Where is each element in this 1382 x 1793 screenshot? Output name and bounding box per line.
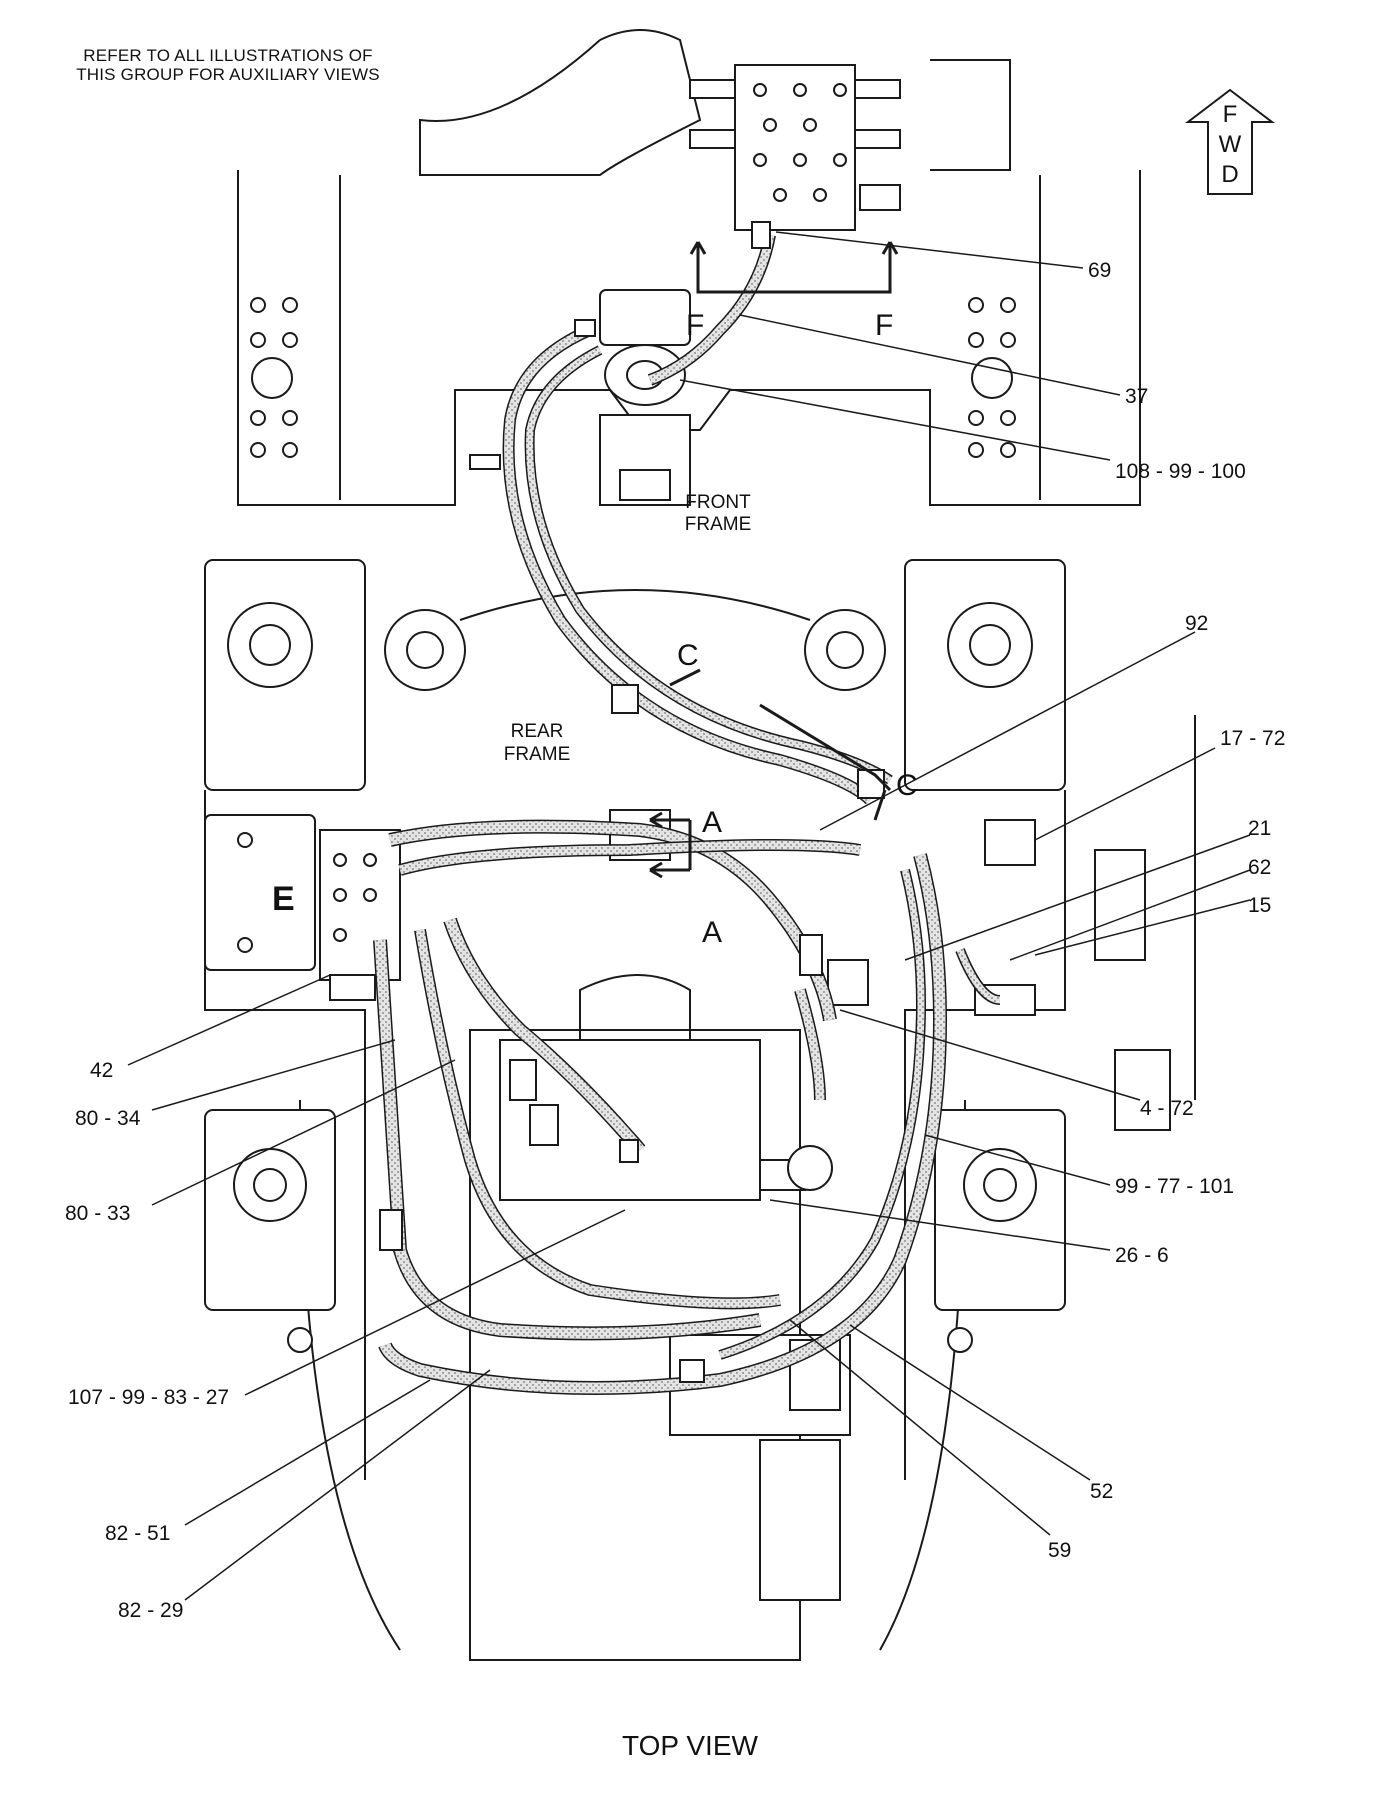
hose-fittings [379,221,885,1383]
rear-frame-label-2: FRAME [504,744,571,765]
callout-82-29: 82 - 29 [118,1599,183,1622]
callout-99-77-101: 99 - 77 - 101 [1115,1175,1234,1198]
articulation-hitch [204,559,1066,791]
section-arrows [649,241,899,879]
callout-80-34: 80 - 34 [75,1107,141,1130]
view-title: TOP VIEW [622,1730,758,1761]
front-frame-label-1: FRONT [685,492,751,513]
section-marker-c-top: C [677,639,699,672]
header-note-line1: REFER TO ALL ILLUSTRATIONS OF [83,46,373,65]
leader-lines [127,231,1251,1601]
forward-arrow: F W D [1180,88,1280,198]
detail-marker-e: E [272,880,295,918]
rear-frame-label-1: REAR [511,721,564,742]
left-diverter-valve [204,814,401,1001]
callout-4-72: 4 - 72 [1140,1097,1194,1120]
header-note-line2: THIS GROUP FOR AUXILIARY VIEWS [76,65,380,84]
forward-arrow-icon [1185,88,1275,195]
callout-69: 69 [1088,259,1111,282]
callout-82-51: 82 - 51 [105,1522,170,1545]
callout-21: 21 [1248,817,1271,840]
callout-52: 52 [1090,1480,1113,1503]
callout-15: 15 [1248,894,1271,917]
fwd-letter-w: W [1218,131,1242,158]
fwd-letter-d: D [1221,161,1239,188]
fwd-letter-f: F [1222,101,1238,128]
callout-26-6: 26 - 6 [1115,1244,1169,1267]
callout-107-99-83-27: 107 - 99 - 83 - 27 [68,1386,229,1409]
callout-92: 92 [1185,612,1208,635]
rear-hitch-plates [204,1109,1066,1353]
callout-37: 37 [1125,385,1148,408]
callout-42: 42 [90,1059,113,1082]
upper-control-valve [689,64,901,231]
front-frame-label-2: FRAME [685,514,752,535]
callout-108-99-100: 108 - 99 - 100 [1115,460,1246,483]
header-note: REFER TO ALL ILLUSTRATIONS OF THIS GROUP… [38,46,418,84]
section-marker-c-right: C [896,769,918,802]
callout-80-33: 80 - 33 [65,1202,130,1225]
section-marker-f-right: F [875,309,893,342]
pilot-valve-assembly [599,289,691,506]
section-marker-a-top: A [702,806,722,839]
callout-62: 62 [1248,856,1271,879]
frame-mounting-holes [250,297,1016,458]
callout-17-72: 17 - 72 [1220,727,1285,750]
section-marker-a-bottom: A [702,916,722,949]
callout-59: 59 [1048,1539,1071,1562]
hydraulic-hoses [373,233,1001,1395]
section-marker-f-left: F [686,309,704,342]
